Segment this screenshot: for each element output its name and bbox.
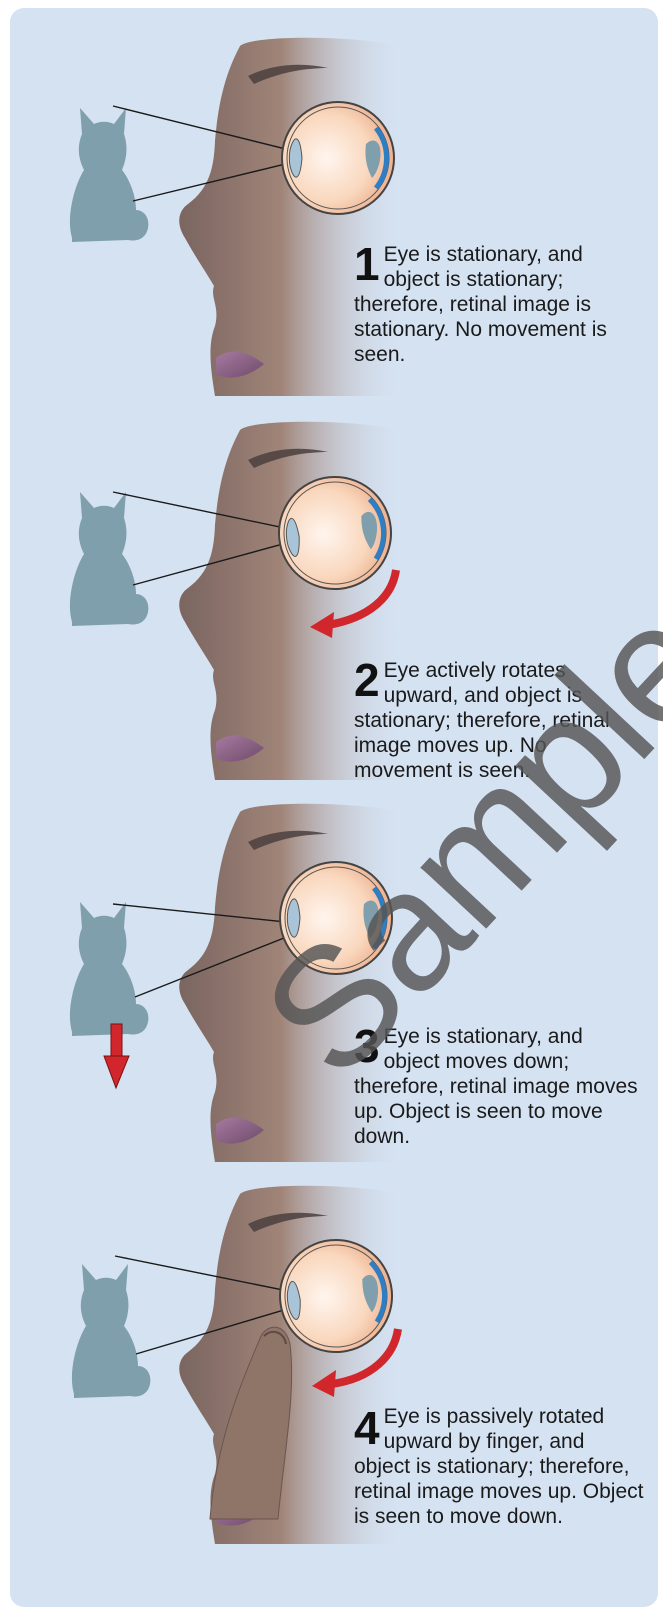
eyeball [282, 102, 394, 214]
panel-3-text: Eye is stationary, and object moves down… [354, 1025, 638, 1148]
cat-silhouette [70, 492, 148, 626]
cat-silhouette [72, 1264, 150, 1398]
cat-silhouette [70, 902, 148, 1036]
panel-2-number: 2 [354, 660, 380, 700]
panel-1-illustration [10, 46, 658, 436]
eyeball [280, 862, 392, 974]
cat-silhouette [70, 108, 148, 242]
panel-1-text: Eye is stationary, and object is station… [354, 243, 607, 366]
panel-4-number: 4 [354, 1408, 380, 1448]
panel-1-number: 1 [354, 244, 380, 284]
panel-4-text: Eye is passively rotated upward by finge… [354, 1405, 643, 1528]
panel-3-number: 3 [354, 1026, 380, 1066]
panel-2-text: Eye actively rotates upward, and object … [354, 659, 610, 782]
